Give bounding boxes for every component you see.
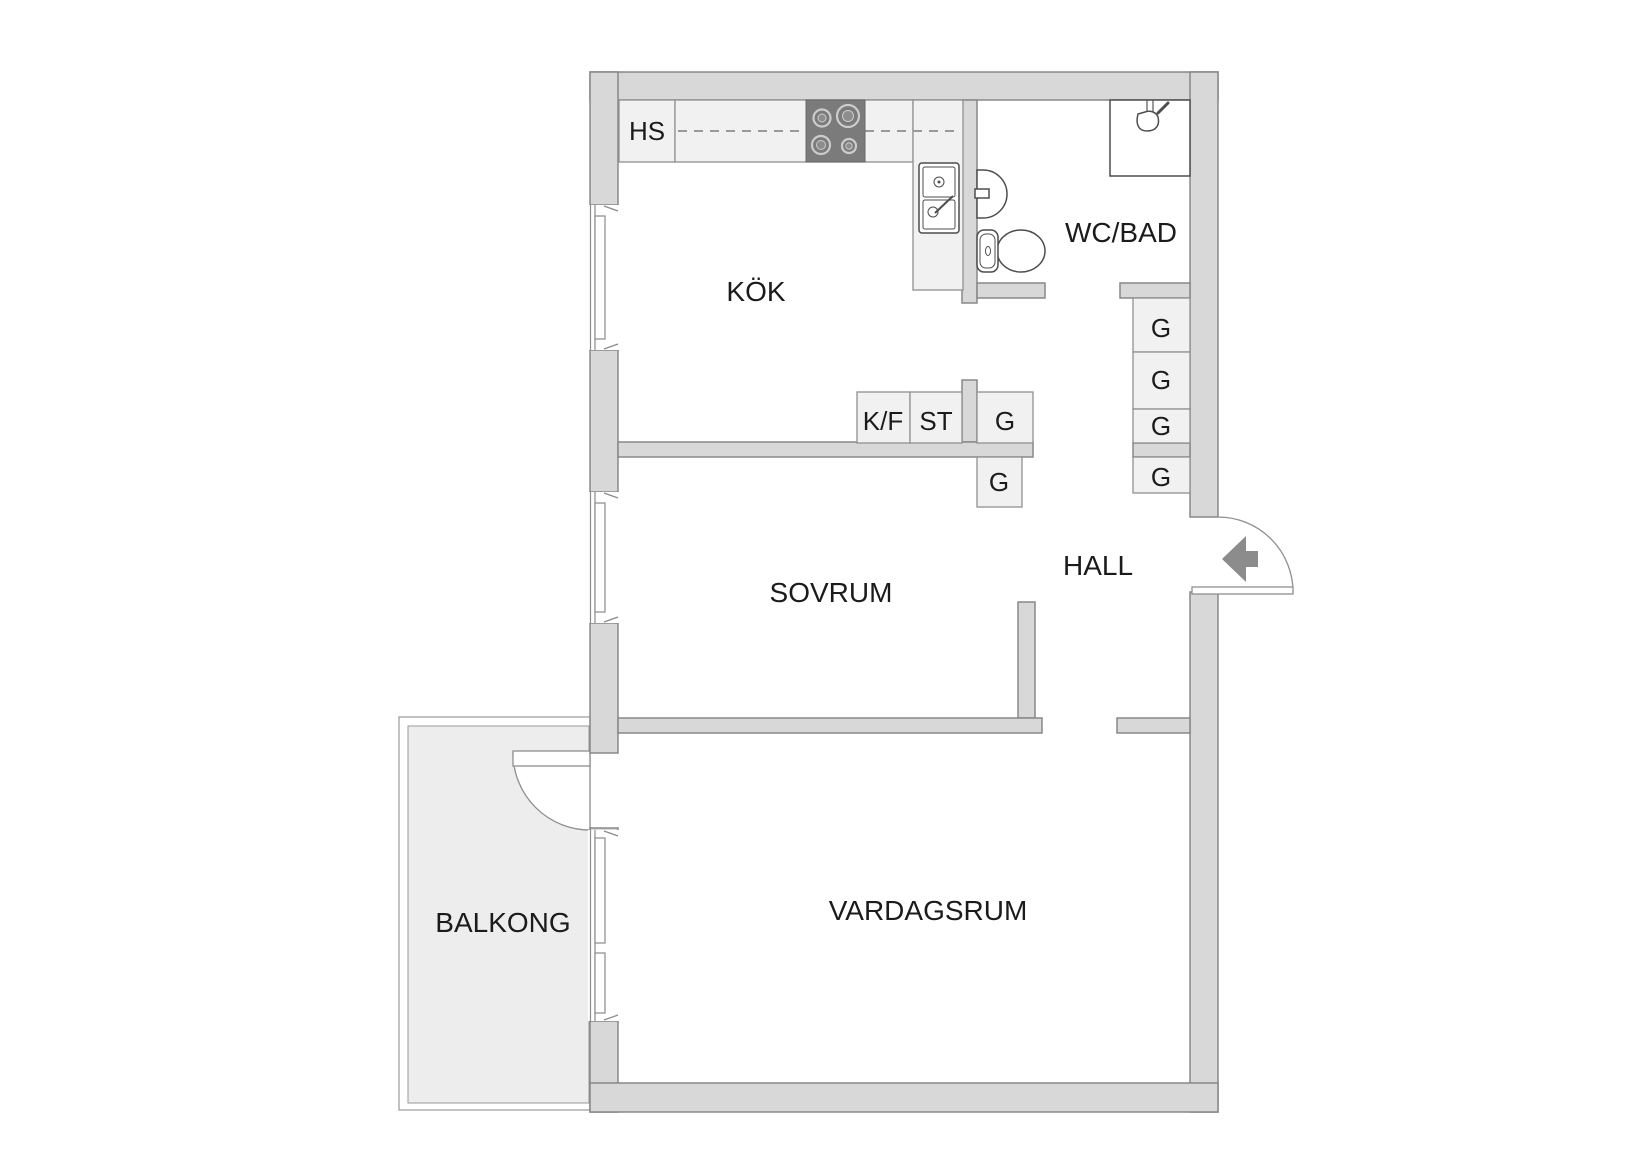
kitchen-label: KÖK: [726, 276, 785, 307]
sink-drain-bottom: [927, 206, 939, 218]
toilet-icon: [976, 229, 1046, 273]
g-label-bedroom: G: [989, 467, 1009, 497]
bathroom-fixtures: [974, 99, 1191, 273]
sink-drain-top: [933, 176, 945, 188]
wall-left-3: [589, 622, 619, 754]
bedroom-label: SOVRUM: [770, 577, 893, 608]
sink-unit: [918, 162, 960, 234]
burner-2: [835, 103, 861, 129]
g-cabinet-bedroom: [976, 456, 1023, 508]
sink-basin-bottom: [922, 199, 956, 230]
wall-closet-divider: [1132, 442, 1191, 458]
hall-label: HALL: [1063, 550, 1133, 581]
kitchen-window: [588, 205, 619, 350]
shower-enclosure: [1109, 99, 1191, 177]
g-label-hall-4: G: [1151, 462, 1171, 492]
toilet-tank-inner: [979, 233, 996, 269]
g-cabinet-hall-1: [1132, 297, 1191, 353]
g-cabinet-hall-4: [1132, 456, 1191, 494]
labels: HS KÖK WC/BAD HALL SOVRUM VARDAGSRUM BAL…: [435, 116, 1177, 938]
bathroom-basin: [976, 169, 1008, 219]
burner-1-center: [817, 113, 827, 123]
bathroom-sink-icon: [974, 169, 1008, 219]
shower-icon: [1136, 100, 1170, 132]
balcony-label: BALKONG: [435, 907, 570, 938]
wall-bath-south-left: [976, 282, 1046, 299]
wall-kitchen-bedroom: [617, 441, 1034, 458]
shower-head: [1136, 110, 1160, 132]
burner-4-center: [845, 142, 853, 150]
burner-1: [812, 108, 832, 128]
wall-bath-south-right: [1119, 282, 1191, 299]
bedroom-window: [588, 492, 619, 623]
entrance-door-leaf: [1191, 586, 1294, 595]
livingroom-window-sash-upper: [594, 837, 606, 944]
wall-stub-st-g: [961, 379, 978, 443]
g-label-hall-2: G: [1151, 365, 1171, 395]
kitchen-window-chamfer-top: [603, 205, 619, 212]
kf-cabinet: [856, 391, 911, 444]
livingroom-window-chamfer-bottom: [603, 1014, 619, 1021]
kitchen-sink-icon: [918, 162, 960, 234]
burner-2-center: [842, 110, 854, 122]
bedroom-window-chamfer-top: [603, 492, 619, 499]
kf-label: K/F: [863, 406, 903, 436]
st-label: ST: [919, 406, 952, 436]
hs-label: HS: [629, 116, 665, 146]
wall-right-2: [1189, 591, 1219, 1113]
balcony-door: [512, 750, 591, 831]
walls: [589, 71, 1219, 1113]
livingroom-window-sash-lower: [594, 952, 606, 1014]
wall-top: [589, 71, 1219, 101]
g-label-hall-3: G: [1151, 411, 1171, 441]
shower-handle: [1156, 101, 1170, 115]
bedroom-window-sash: [594, 502, 606, 613]
balcony-door-leaf: [512, 750, 591, 767]
burner-3: [810, 134, 832, 156]
hs-cabinet: [618, 99, 676, 163]
wall-kitchen-bath: [961, 99, 978, 304]
wall-bedroom-hall-stub: [1017, 601, 1036, 719]
sink-drain-top-dot: [937, 180, 941, 184]
g-cabinet-hall-2: [1132, 351, 1191, 410]
toilet-bowl: [996, 229, 1046, 273]
wall-hall-living-stub: [1116, 717, 1191, 734]
wall-right-1: [1189, 71, 1219, 518]
kitchen-window-chamfer-bottom: [603, 343, 619, 350]
g-cabinet-hall-3: [1132, 408, 1191, 444]
livingroom-window-chamfer-top: [603, 830, 619, 837]
burner-4: [840, 137, 858, 155]
wall-bedroom-living: [617, 717, 1043, 734]
toilet-button: [985, 246, 991, 256]
entrance-door-arc: [1217, 516, 1294, 593]
g-label-kitchen: G: [995, 406, 1015, 436]
stove-icon: [805, 99, 866, 163]
livingroom-label: VARDAGSRUM: [829, 895, 1028, 926]
toilet-tank: [976, 229, 999, 273]
bathroom-label: WC/BAD: [1065, 217, 1177, 248]
entrance-arrow-icon: [1222, 536, 1258, 582]
kitchen-window-sash: [594, 215, 606, 340]
wall-bottom: [589, 1082, 1219, 1113]
entrance-door: [1191, 516, 1294, 595]
g-label-hall-1: G: [1151, 313, 1171, 343]
sink-basin-top: [922, 166, 956, 198]
cabinet-boxes: [856, 297, 1191, 508]
livingroom-window: [588, 830, 619, 1021]
kitchen-fixtures: [618, 99, 964, 291]
g-cabinet-kitchen: [976, 391, 1034, 444]
bathroom-basin-tap: [974, 188, 990, 199]
sink-faucet: [934, 195, 954, 214]
wall-left-1: [589, 71, 619, 206]
burner-3-center: [816, 140, 826, 150]
st-cabinet: [909, 391, 963, 444]
wall-left-2: [589, 349, 619, 493]
bedroom-window-chamfer-bottom: [603, 616, 619, 623]
